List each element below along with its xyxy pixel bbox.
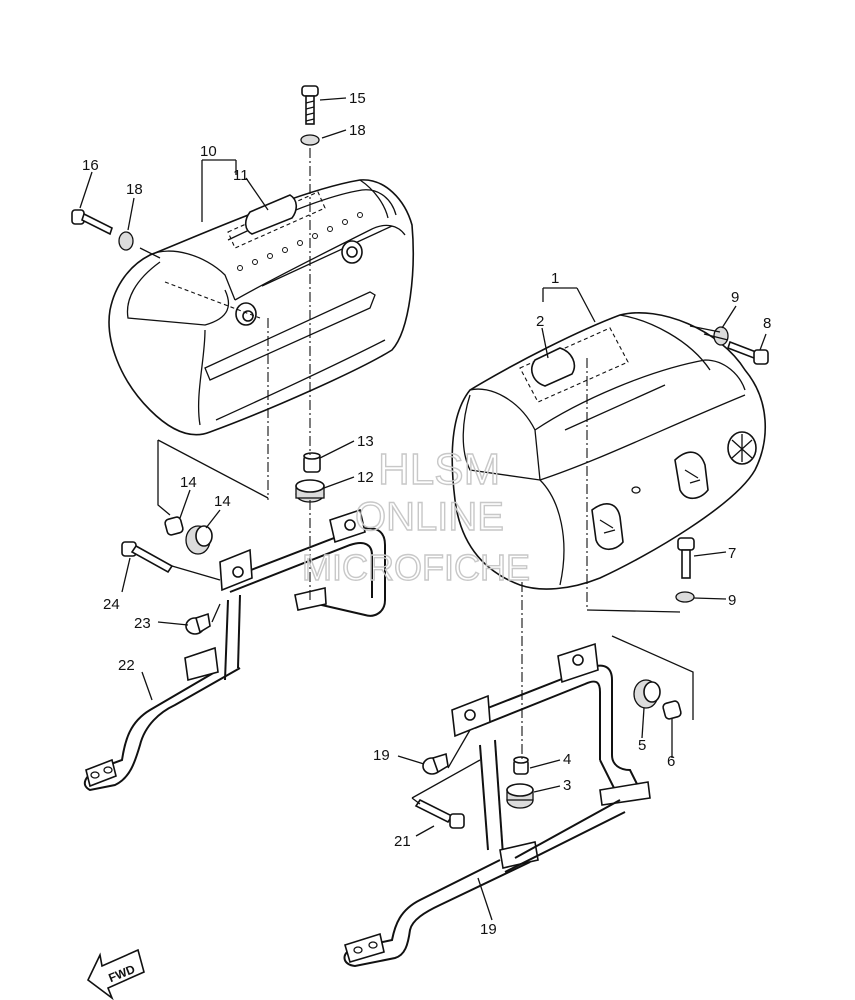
- callout-18-top: 18: [349, 122, 366, 139]
- callout-3: 3: [563, 777, 571, 794]
- callout-17: 16: [82, 157, 99, 174]
- callout-5: 5: [638, 737, 646, 754]
- callout-16: 15: [349, 90, 366, 107]
- callout-20: 19: [373, 747, 390, 764]
- plug-20: [422, 752, 449, 775]
- grommet-14: [185, 525, 213, 555]
- washer-9-lower: [675, 591, 695, 603]
- washer-9-upper: [713, 326, 729, 346]
- fwd-arrow: FWD: [86, 948, 145, 1000]
- washer-18-left: [118, 231, 134, 251]
- callout-11: 11: [233, 167, 249, 184]
- callout-7: 7: [728, 545, 736, 562]
- watermark: HLSM ONLINE MICROFICHE: [301, 444, 530, 588]
- washer-18-top: [300, 134, 320, 146]
- callout-4: 4: [563, 751, 571, 768]
- callout-23: 23: [134, 615, 151, 632]
- collar-4: [513, 756, 529, 775]
- callout-19: 19: [480, 921, 497, 938]
- callout-6: 6: [667, 753, 675, 770]
- watermark-line3: MICROFICHE: [302, 547, 530, 588]
- callout-2: 2: [536, 313, 544, 330]
- bolt-21: [414, 798, 465, 829]
- callout-18-left: 18: [126, 181, 143, 198]
- callout-10: 10: [200, 143, 217, 160]
- callout-9-lower: 9: [728, 592, 736, 609]
- right-bracket: [343, 642, 651, 968]
- callout-9-upper: 9: [731, 289, 739, 306]
- grommet-3: [506, 783, 534, 809]
- callout-8: 8: [763, 315, 771, 332]
- leader-lines: [79, 97, 767, 921]
- bolt-24: [121, 541, 174, 574]
- callout-12: 12: [357, 469, 374, 486]
- callout-15: 14: [180, 474, 197, 491]
- watermark-line2: ONLINE: [355, 495, 504, 539]
- watermark-line1: HLSM: [378, 445, 500, 494]
- left-bracket: [83, 508, 386, 792]
- bolt-7: [677, 537, 695, 579]
- collar-6: [662, 700, 682, 720]
- grommet-5: [633, 679, 661, 709]
- callout-14: 14: [214, 493, 231, 510]
- callout-13: 13: [357, 433, 374, 450]
- collar-13: [303, 452, 321, 473]
- assembly-lines: [139, 148, 729, 805]
- callout-24: 24: [103, 596, 120, 613]
- bolt-8: [726, 340, 769, 365]
- right-saddlebag: [451, 311, 767, 590]
- left-saddlebag: [108, 179, 414, 436]
- collar-15: [164, 516, 184, 536]
- plug-23: [185, 612, 211, 635]
- callout-labels: 15 18 10 11 16 18 1 2 9 8 13 12 14 14 24…: [82, 90, 771, 938]
- bolt-17: [71, 209, 113, 236]
- callout-21: 21: [394, 833, 411, 850]
- bolt-16: [301, 85, 319, 125]
- callout-1: 1: [551, 270, 559, 287]
- callout-22: 22: [118, 657, 135, 674]
- grommet-12: [295, 479, 325, 503]
